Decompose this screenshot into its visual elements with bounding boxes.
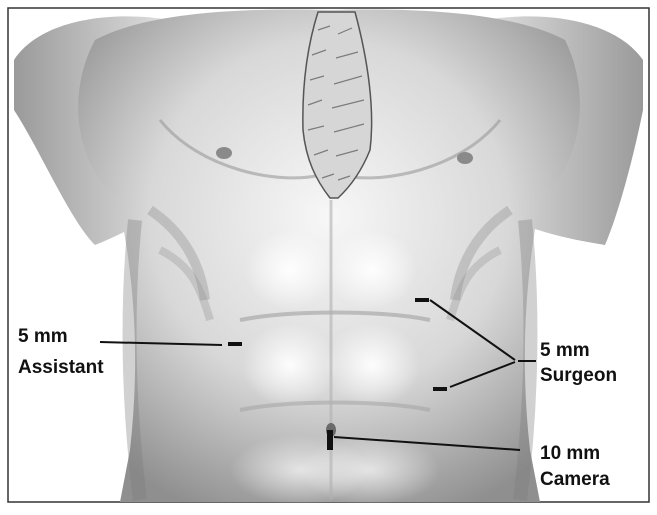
surgeon-port-marker-lower [433, 387, 447, 391]
surgeon-size-label: 5 mm [540, 340, 590, 361]
surgeon-port-marker-upper [415, 298, 429, 302]
surgeon-role-label: Surgeon [540, 365, 617, 386]
abs-lower-right [324, 323, 420, 407]
assistant-port-marker [228, 342, 242, 346]
assistant-role-label: Assistant [18, 357, 104, 378]
abs-upper-right [327, 230, 417, 310]
camera-role-label: Camera [540, 469, 610, 490]
assistant-size-label: 5 mm [18, 326, 68, 347]
abs-lower-left [242, 323, 338, 407]
left-nipple [216, 147, 232, 159]
abs-upper-left [245, 230, 335, 310]
camera-size-label: 10 mm [540, 443, 600, 464]
right-nipple [457, 152, 473, 164]
camera-port-marker [327, 430, 333, 450]
